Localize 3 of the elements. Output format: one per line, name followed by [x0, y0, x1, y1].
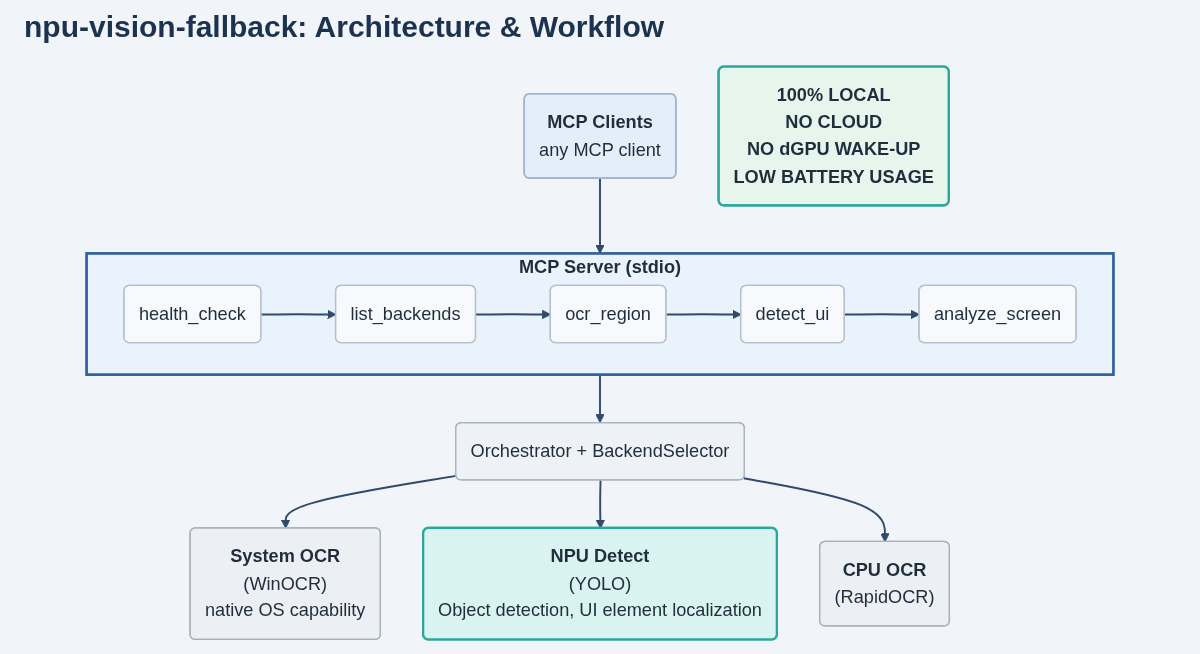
- diagram-title: npu-vision-fallback: Architecture & Workflow: [24, 10, 665, 44]
- arrow: [595, 177, 605, 254]
- arrow: [742, 477, 890, 543]
